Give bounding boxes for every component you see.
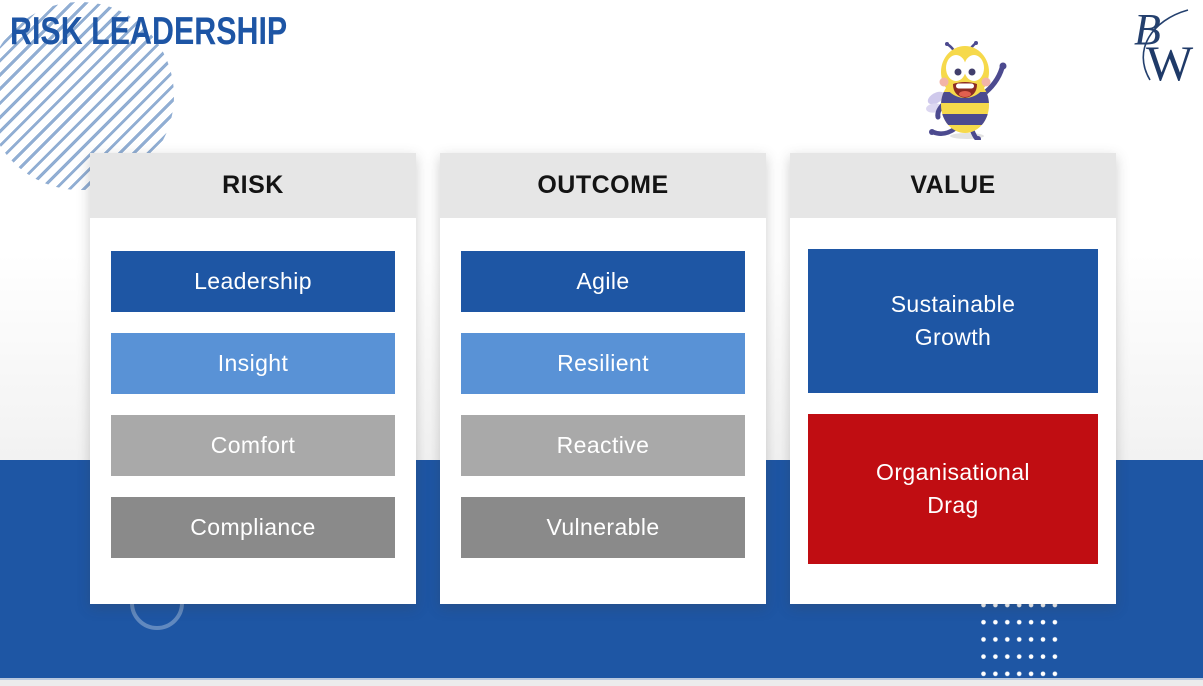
value-item-sustainable-growth: Sustainable Growth [808, 249, 1098, 393]
risk-item-insight: Insight [111, 333, 395, 394]
outcome-item-reactive: Reactive [461, 415, 745, 476]
bw-monogram-icon: B W [1134, 5, 1194, 91]
logo-letter-w: W [1146, 35, 1194, 91]
card-header-risk: RISK [90, 153, 416, 218]
card-outcome: OUTCOME Agile Resilient Reactive Vulnera… [440, 153, 766, 604]
card-value: VALUE Sustainable Growth Organisational … [790, 153, 1116, 604]
outcome-item-resilient: Resilient [461, 333, 745, 394]
page-title: RISK LEADERSHIP [10, 10, 288, 53]
footer-strip [0, 678, 1203, 686]
columns-container: RISK Leadership Insight Comfort Complian… [90, 153, 1116, 604]
card-risk: RISK Leadership Insight Comfort Complian… [90, 153, 416, 604]
risk-item-leadership: Leadership [111, 251, 395, 312]
risk-item-comfort: Comfort [111, 415, 395, 476]
outcome-item-vulnerable: Vulnerable [461, 497, 745, 558]
card-header-value: VALUE [790, 153, 1116, 218]
risk-item-compliance: Compliance [111, 497, 395, 558]
bee-mascot-icon [926, 41, 1007, 140]
value-item-label: Organisational Drag [876, 458, 1030, 518]
dot-grid-decoration [981, 602, 1059, 677]
logo-letter-b: B [1134, 5, 1161, 54]
value-item-organisational-drag: Organisational Drag [808, 414, 1098, 564]
value-item-label: Sustainable Growth [890, 290, 1016, 350]
card-header-outcome: OUTCOME [440, 153, 766, 218]
outcome-item-agile: Agile [461, 251, 745, 312]
